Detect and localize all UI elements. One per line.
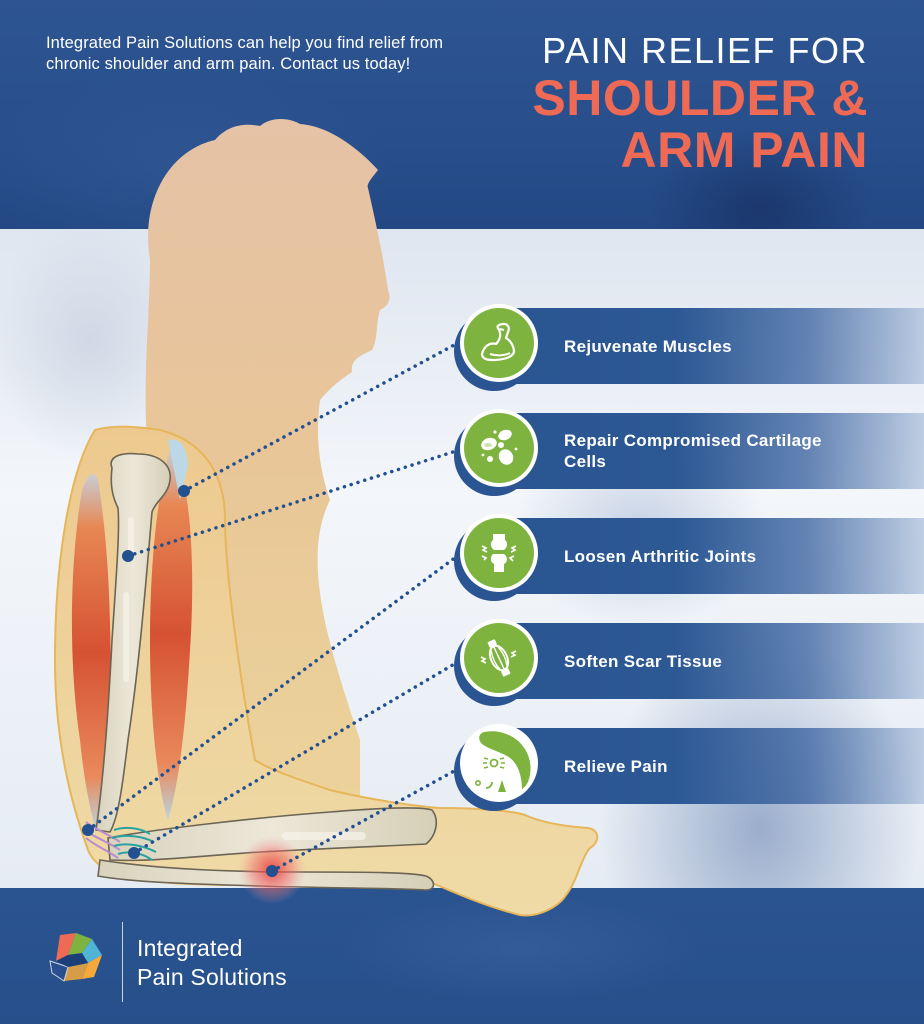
feature-bar — [510, 623, 924, 699]
feature-badge — [460, 514, 538, 592]
brand-name: Integrated Pain Solutions — [137, 934, 287, 992]
logo-divider — [122, 922, 123, 1002]
brand-line-1: Integrated — [137, 935, 243, 961]
feature-label: Soften Scar Tissue — [564, 651, 723, 671]
feature-label: Repair Compromised Cartilage Cells — [564, 431, 822, 471]
feature-item-loosen-joints: Loosen Arthritic Joints — [454, 514, 924, 601]
feature-badge — [460, 724, 538, 802]
integrated-pain-solutions-logo-icon — [49, 933, 102, 982]
feature-label: Loosen Arthritic Joints — [564, 546, 757, 566]
knee-joint-icon — [481, 534, 517, 572]
feature-bar — [510, 308, 924, 384]
cells-icon — [481, 429, 518, 465]
feature-bar — [510, 413, 924, 489]
feature-bar — [510, 728, 924, 804]
feature-badge — [460, 619, 538, 697]
feature-bar — [510, 518, 924, 594]
title-line-1: PAIN RELIEF FOR — [542, 30, 868, 71]
page-title: PAIN RELIEF FOR SHOULDER & ARM PAIN — [532, 30, 868, 176]
title-line-2: SHOULDER & — [532, 70, 868, 126]
brand-line-2: Pain Solutions — [137, 964, 287, 990]
feature-item-soften-scar-tissue: Soften Scar Tissue — [454, 619, 924, 706]
feature-label: Relieve Pain — [564, 756, 668, 776]
flexed-bicep-icon — [480, 322, 516, 362]
muscle-fiber-icon — [480, 639, 517, 677]
feature-item-rejuvenate-muscles: Rejuvenate Muscles — [454, 304, 924, 391]
title-line-3: ARM PAIN — [620, 122, 868, 178]
feature-item-repair-cartilage: Repair Compromised Cartilage Cells — [454, 409, 924, 496]
feature-label: Rejuvenate Muscles — [564, 336, 732, 356]
head-pain-icon — [475, 731, 531, 792]
feature-badge — [460, 409, 538, 487]
feature-badge — [460, 304, 538, 382]
feature-item-relieve-pain: Relieve Pain — [454, 724, 924, 811]
intro-text: Integrated Pain Solutions can help you f… — [46, 34, 444, 73]
